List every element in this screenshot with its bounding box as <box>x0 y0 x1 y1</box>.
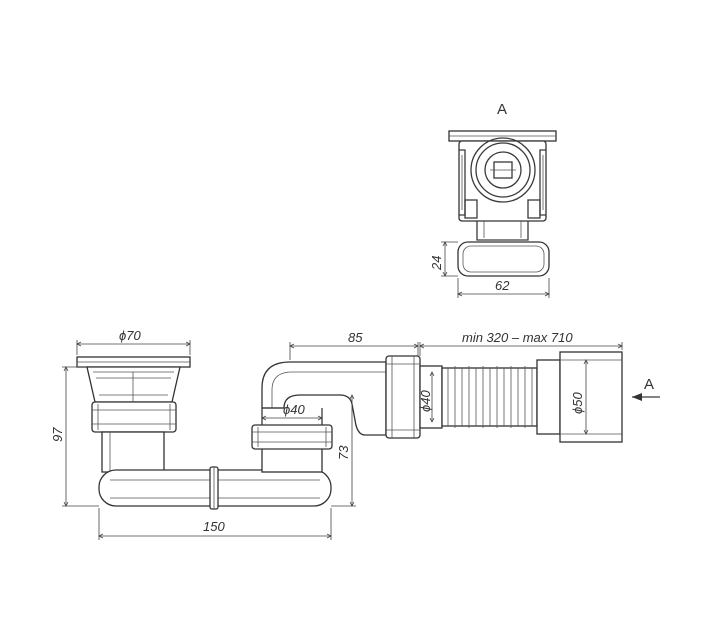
range-dim: min 320 – max 710 <box>462 330 573 345</box>
total-height-dim: 97 <box>50 427 65 442</box>
trap-height-dim: 73 <box>336 445 351 460</box>
view-a-drawing: A 24 62 <box>429 101 557 298</box>
corrugated-hose <box>441 366 538 428</box>
top-width-dim: 62 <box>495 278 510 293</box>
drain-diameter-dim: ϕ70 <box>119 328 141 343</box>
arrow-a-label: A <box>644 376 654 393</box>
outlet-diameter-dim: ϕ50 <box>570 392 585 414</box>
total-width-dim: 150 <box>203 519 225 534</box>
pipe-length-dim: 85 <box>348 330 363 345</box>
top-height-dim: 24 <box>429 256 444 271</box>
inner-diameter-right-dim: ϕ40 <box>418 390 433 412</box>
view-a-label: A <box>497 101 507 118</box>
side-view-drawing: A ϕ70 85 min 320 – max 710 97 ϕ40 ϕ <box>50 328 660 540</box>
inner-diameter-left-dim: ϕ40 <box>283 402 305 417</box>
